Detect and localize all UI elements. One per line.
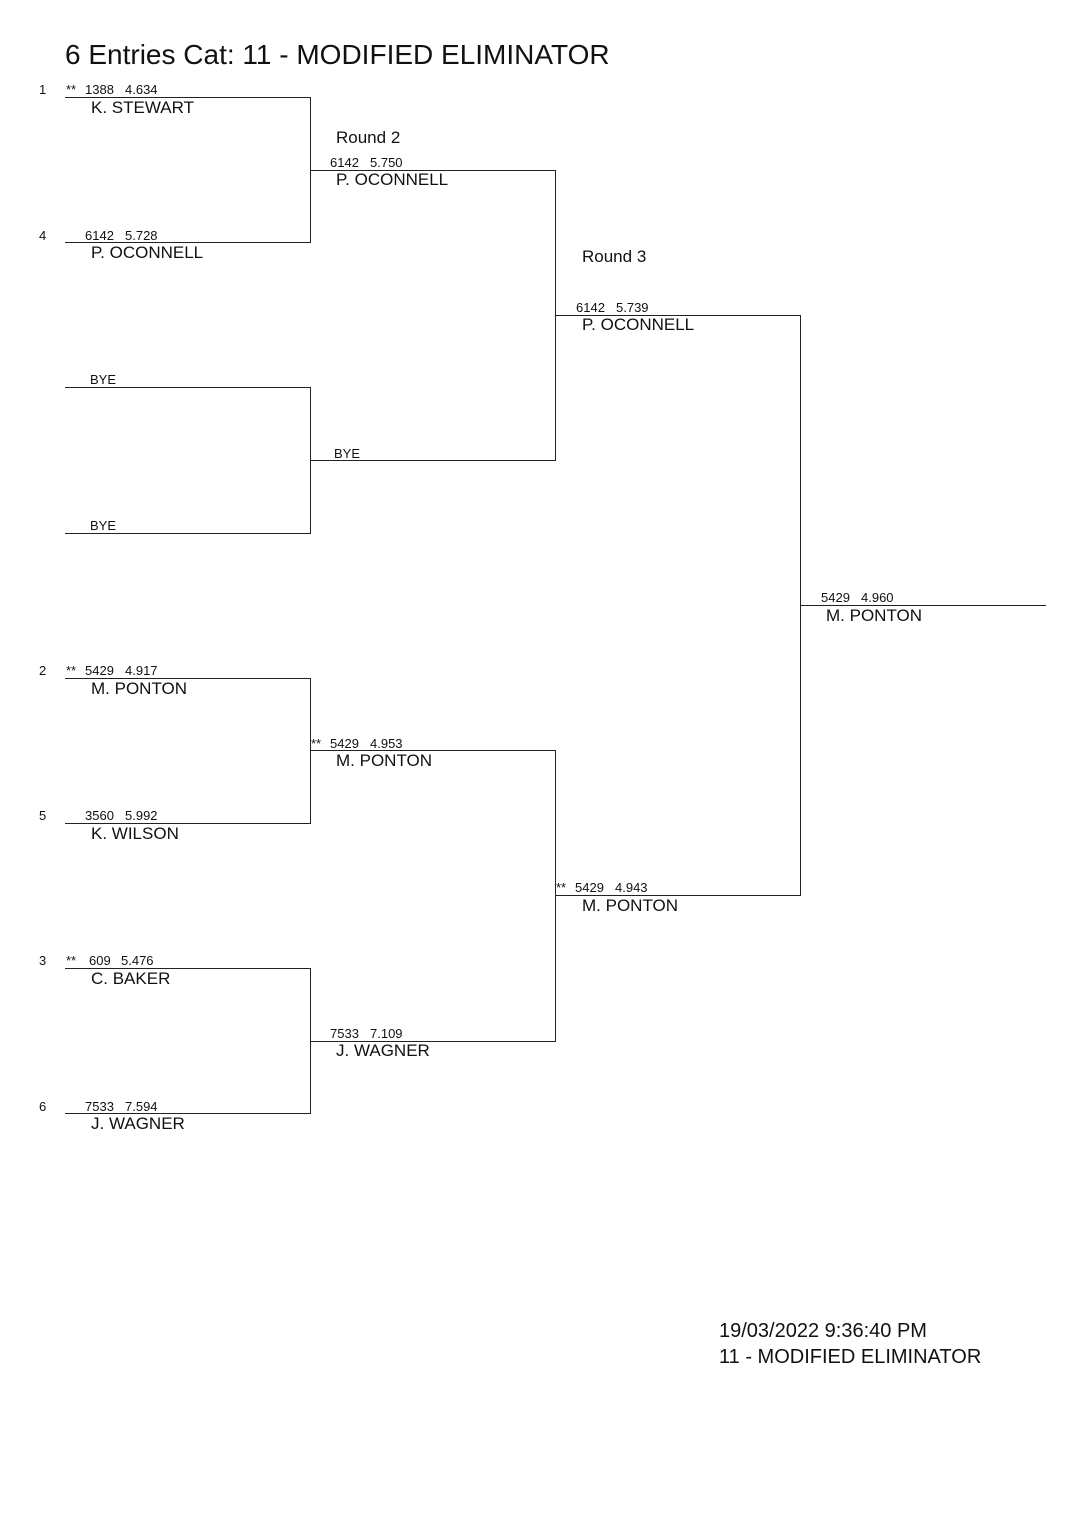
entry-car: 5429 [575, 880, 604, 895]
entry-time: 7.109 [370, 1026, 403, 1041]
seed-number: 5 [39, 808, 47, 823]
final-car: 5429 [821, 590, 850, 605]
entry-time: 5.750 [370, 155, 403, 170]
entry-time: 4.953 [370, 736, 403, 751]
footer-category: 11 - MODIFIED ELIMINATOR [719, 1346, 982, 1368]
entry-name: K. STEWART [91, 98, 194, 117]
entry-name: P. OCONNELL [582, 315, 695, 334]
final-time: 4.960 [861, 590, 894, 605]
r1-line-bye-1 [65, 387, 311, 388]
round-label: Round 3 [582, 247, 647, 266]
r1-line-5 [65, 823, 311, 824]
entry-name: M. PONTON [336, 751, 433, 770]
r1-connector-d [310, 968, 311, 1113]
entry-time: 5.992 [125, 808, 158, 823]
r1-line-6 [65, 1113, 311, 1114]
r2-line-2 [310, 460, 556, 461]
r3-line-1 [555, 315, 801, 316]
entry-name: J. WAGNER [91, 1114, 185, 1133]
entry-time: 7.594 [125, 1099, 158, 1114]
entry-car: 5429 [85, 663, 114, 678]
entry-car: 609 [89, 953, 111, 968]
entry-time: 4.917 [125, 663, 158, 678]
entry-car: 7533 [330, 1026, 359, 1041]
entry-time: 4.943 [615, 880, 648, 895]
entry-car: 5429 [330, 736, 359, 751]
entry-name: K. WILSON [91, 824, 179, 843]
entry-car: 6142 [330, 155, 359, 170]
seed-number: 6 [39, 1099, 47, 1114]
seed-number: 3 [39, 953, 47, 968]
seed-number: 2 [39, 663, 47, 678]
entry-mark: ** [66, 82, 77, 97]
entry-car: 6142 [85, 228, 114, 243]
round-label: Round 2 [336, 128, 401, 147]
r1-line-3 [65, 968, 311, 969]
entry-name: M. PONTON [582, 896, 679, 915]
r1-line-bye-2 [65, 533, 311, 534]
seed-number: 1 [39, 82, 47, 97]
entry-name: C. BAKER [91, 969, 171, 988]
r1-connector-a [310, 97, 311, 242]
entry-name: J. WAGNER [336, 1041, 430, 1060]
entry-time: 5.728 [125, 228, 158, 243]
entry-car: 7533 [85, 1099, 114, 1114]
r2-line-3 [310, 750, 556, 751]
r1-line-1 [65, 97, 311, 98]
entry-name: P. OCONNELL [336, 170, 449, 189]
entry-mark: ** [311, 736, 322, 751]
entry-mark: ** [556, 880, 567, 895]
r2-line-1 [310, 170, 556, 171]
entry-time: 5.739 [616, 300, 649, 315]
bye-label: BYE [90, 518, 117, 533]
r1-line-4 [65, 242, 311, 243]
entry-mark: ** [66, 953, 77, 968]
bye-label: BYE [90, 372, 117, 387]
page-title: 6 Entries Cat: 11 - MODIFIED ELIMINATOR [65, 39, 610, 70]
bye-label: BYE [334, 446, 361, 461]
r1-line-2 [65, 678, 311, 679]
entry-name: P. OCONNELL [91, 243, 204, 262]
final-winner-name: M. PONTON [826, 606, 923, 625]
entry-car: 3560 [85, 808, 114, 823]
entry-time: 4.634 [125, 82, 158, 97]
entry-car: 6142 [576, 300, 605, 315]
entry-mark: ** [66, 663, 77, 678]
entry-time: 5.476 [121, 953, 154, 968]
final-line [800, 605, 1046, 606]
seed-number: 4 [39, 228, 47, 243]
r3-line-2 [555, 895, 801, 896]
entry-name: M. PONTON [91, 679, 188, 698]
entry-car: 1388 [85, 82, 114, 97]
r2-line-4 [310, 1041, 556, 1042]
footer-timestamp: 19/03/2022 9:36:40 PM [719, 1320, 927, 1342]
